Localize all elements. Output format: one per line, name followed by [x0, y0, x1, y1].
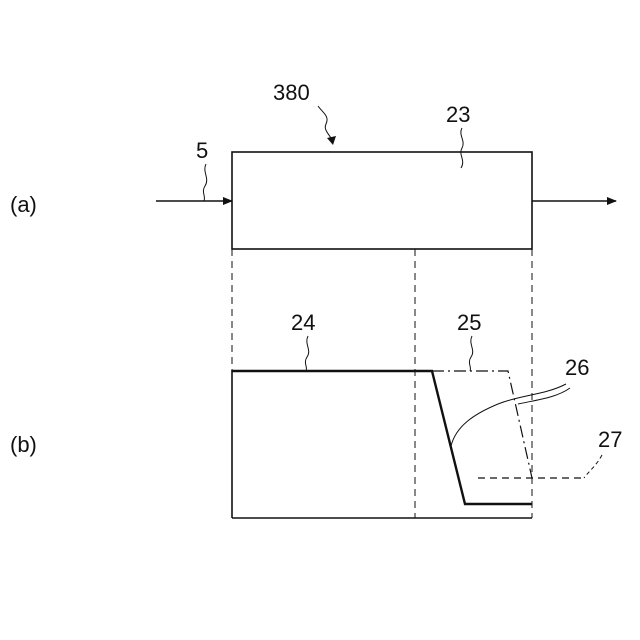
ref-24-leader	[305, 336, 308, 371]
ref-27-leader	[584, 455, 602, 478]
ref-27-label: 27	[598, 427, 622, 452]
ref-380-leader-arrow	[327, 136, 336, 145]
device-box	[232, 152, 532, 249]
profile-line-24	[232, 371, 532, 504]
ref-25-leader	[469, 336, 472, 371]
ref-24-label: 24	[291, 310, 315, 335]
panel-a-label: (a)	[10, 192, 37, 217]
ref-5-leader	[203, 164, 206, 201]
ref-26-label: 26	[565, 355, 589, 380]
ref-380-leader	[318, 106, 332, 140]
ref-380-label: 380	[273, 80, 310, 105]
ref-5-label: 5	[196, 138, 208, 163]
profile-line-25	[432, 371, 532, 478]
ref-23-label: 23	[446, 102, 470, 127]
panel-b-label: (b)	[10, 432, 37, 457]
ref-26-leader-a	[451, 384, 566, 446]
ref-25-label: 25	[457, 310, 481, 335]
ref-23-leader	[461, 128, 463, 168]
